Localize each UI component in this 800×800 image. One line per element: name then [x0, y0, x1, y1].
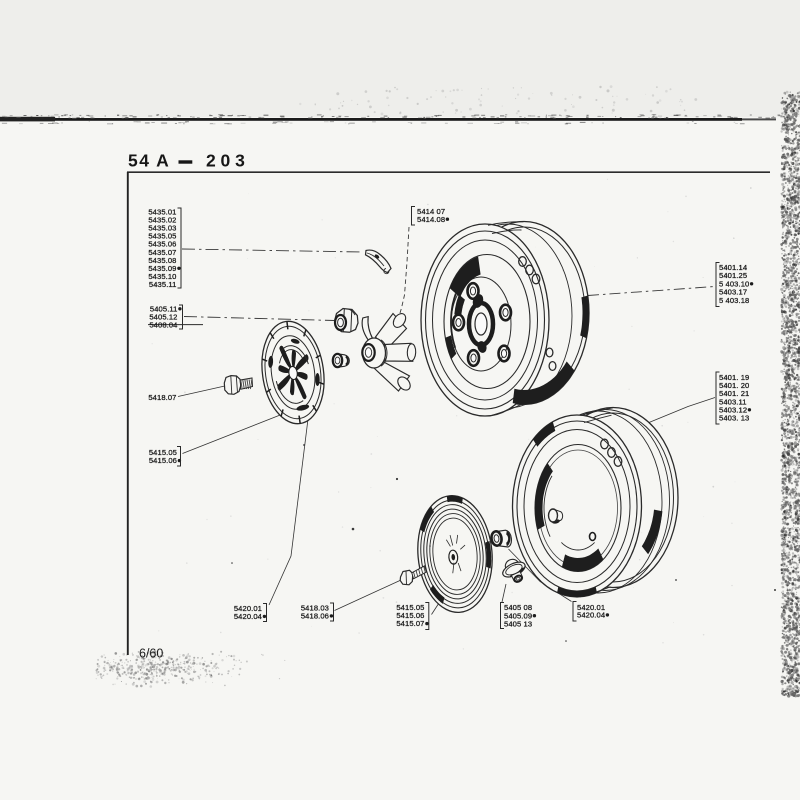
svg-text:5405.11: 5405.11: [150, 304, 178, 313]
svg-text:5415.05: 5415.05: [396, 603, 424, 612]
svg-text:5405.09: 5405.09: [504, 611, 532, 620]
svg-text:5408.04: 5408.04: [149, 320, 177, 329]
svg-text:5420.01: 5420.01: [234, 604, 262, 613]
svg-text:5435.07: 5435.07: [148, 248, 176, 257]
svg-text:5420.04: 5420.04: [577, 611, 605, 620]
svg-text:5415.06: 5415.06: [149, 456, 177, 465]
svg-text:5415.07: 5415.07: [396, 619, 424, 628]
svg-text:5418.07: 5418.07: [148, 393, 176, 402]
svg-text:6/60: 6/60: [139, 647, 163, 661]
svg-text:5435.09: 5435.09: [148, 264, 176, 273]
svg-text:5420.04: 5420.04: [234, 612, 262, 621]
svg-text:5415.05: 5415.05: [149, 448, 177, 457]
svg-text:203: 203: [206, 151, 250, 171]
svg-text:5403.17: 5403.17: [719, 288, 747, 297]
svg-text:5435.05: 5435.05: [148, 232, 176, 241]
svg-text:5 403.18: 5 403.18: [719, 296, 749, 305]
svg-text:5435.03: 5435.03: [148, 224, 176, 233]
svg-text:5435.06: 5435.06: [148, 240, 176, 249]
svg-text:5414.08: 5414.08: [417, 215, 445, 224]
svg-text:5405 08: 5405 08: [504, 603, 532, 612]
svg-text:5435.01: 5435.01: [148, 208, 176, 217]
svg-text:54 A: 54 A: [128, 151, 170, 171]
svg-text:5435.10: 5435.10: [148, 272, 176, 281]
svg-text:5415.06: 5415.06: [396, 611, 424, 620]
svg-text:5403.12: 5403.12: [719, 405, 747, 414]
svg-text:5435.02: 5435.02: [148, 216, 176, 225]
svg-text:5401.25: 5401.25: [719, 271, 747, 280]
svg-text:5418.03: 5418.03: [301, 604, 329, 613]
svg-text:5420.01: 5420.01: [577, 603, 605, 612]
svg-text:5401.14: 5401.14: [719, 263, 747, 272]
svg-text:5405.12: 5405.12: [149, 312, 177, 321]
svg-text:5401. 21: 5401. 21: [719, 389, 749, 398]
svg-text:5403. 13: 5403. 13: [719, 414, 749, 423]
svg-text:5405 13: 5405 13: [504, 620, 532, 629]
svg-text:5401. 19: 5401. 19: [719, 373, 749, 382]
svg-text:5403.11: 5403.11: [719, 397, 747, 406]
svg-text:5401. 20: 5401. 20: [719, 381, 749, 390]
svg-text:5435.11: 5435.11: [149, 280, 177, 289]
svg-text:5 403.10: 5 403.10: [719, 279, 749, 288]
svg-text:5418.06: 5418.06: [301, 612, 329, 621]
svg-text:5435.08: 5435.08: [148, 256, 176, 265]
svg-text:5414 07: 5414 07: [417, 207, 445, 216]
